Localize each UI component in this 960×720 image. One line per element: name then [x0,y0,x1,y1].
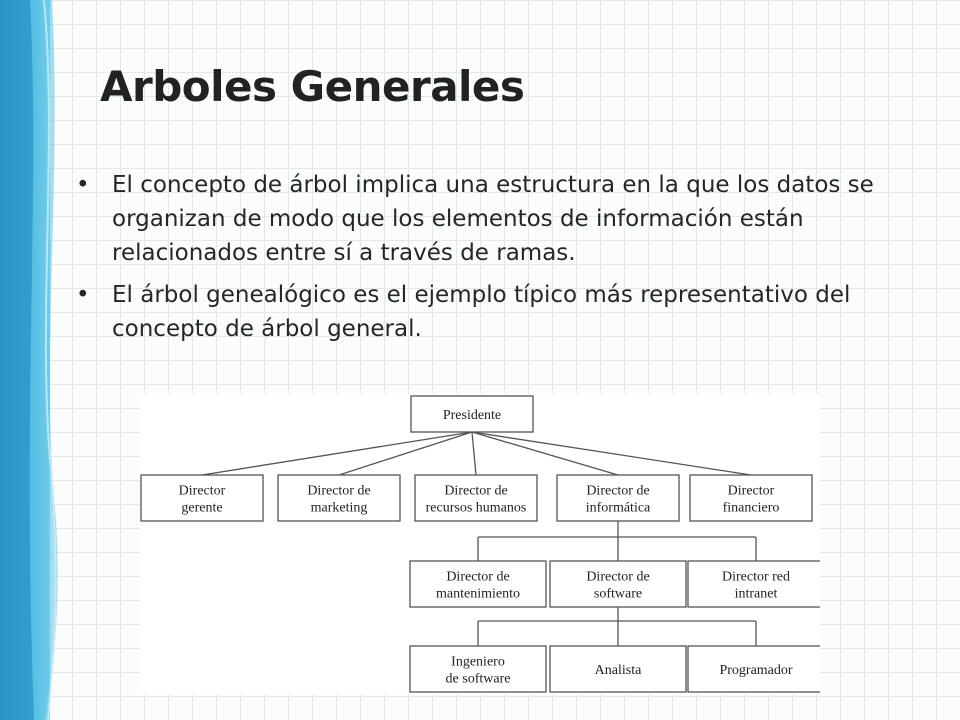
org-chart-node: Director de marketing [277,474,401,522]
org-chart-node-label: Programador [719,663,792,678]
org-chart-node-label: Director [179,484,226,499]
org-chart-node-label: intranet [735,587,778,602]
org-chart-node: Programador [687,645,820,693]
org-chart-node: Ingeniero de software [409,645,547,693]
bullet-dot-icon: • [76,282,90,309]
org-chart-node-label: software [594,587,642,602]
decorative-side-band [0,0,58,720]
org-chart-node-label: recursos humanos [426,501,527,516]
org-chart-node-label: Ingeniero [451,655,505,670]
org-chart-node: Director de informática [556,474,680,522]
org-chart-node: Director de recursos humanos [414,474,538,522]
org-chart-node-box [277,474,401,522]
org-chart-node-box [687,560,820,608]
org-chart-node-label: Director de [586,484,649,499]
org-chart-connector [471,431,477,476]
org-chart-node-label: marketing [311,501,368,516]
org-chart-connector [201,431,473,476]
org-chart-node: Director gerente [140,474,264,522]
org-chart-node-box [687,645,820,693]
org-chart-node: Director de software [549,560,687,608]
org-chart-connector [471,431,619,476]
org-chart-node: Analista [549,645,687,693]
org-chart-node: Director financiero [689,474,813,522]
org-chart-node-label: Analista [595,663,642,678]
slide-title: Arboles Generales [100,62,525,111]
org-chart-node-box [410,395,534,433]
org-chart-node: Presidente [410,395,534,433]
org-chart-connector [471,431,752,476]
org-chart-edges [201,431,757,646]
org-chart-node-box [549,560,687,608]
bullet-item: • El árbol genealógico es el ejemplo típ… [76,278,936,346]
org-chart-node-label: Director de [586,570,649,585]
org-chart-node-box [549,645,687,693]
org-chart-node-label: Director de [446,570,509,585]
org-chart-node-label: gerente [181,501,222,516]
org-chart-node-box [409,645,547,693]
bullet-text: El árbol genealógico es el ejemplo típic… [112,282,851,343]
org-chart-node-label: Director [728,484,775,499]
org-chart-node-label: financiero [723,501,780,516]
org-chart-connector [338,431,473,476]
bullet-list: • El concepto de árbol implica una estru… [76,168,936,354]
org-chart-node-label: de software [446,672,511,687]
org-chart-node-label: informática [586,501,651,516]
org-chart-node: Director de mantenimiento [409,560,547,608]
org-chart-node-label: Director de [307,484,370,499]
bullet-dot-icon: • [76,172,90,198]
org-chart-node-box [689,474,813,522]
org-chart-node-box [556,474,680,522]
org-chart-node-box [414,474,538,522]
org-chart-node-label: Director de [444,484,507,499]
org-chart-node-label: Director red [722,570,790,585]
bullet-text: El concepto de árbol implica una estruct… [112,172,874,267]
org-chart-node-label: mantenimiento [436,587,520,602]
org-chart-node-label: Presidente [443,408,501,423]
org-chart-node: Director red intranet [687,560,820,608]
bullet-item: • El concepto de árbol implica una estru… [76,168,936,270]
org-chart-node-box [409,560,547,608]
org-chart-node-box [140,474,264,522]
